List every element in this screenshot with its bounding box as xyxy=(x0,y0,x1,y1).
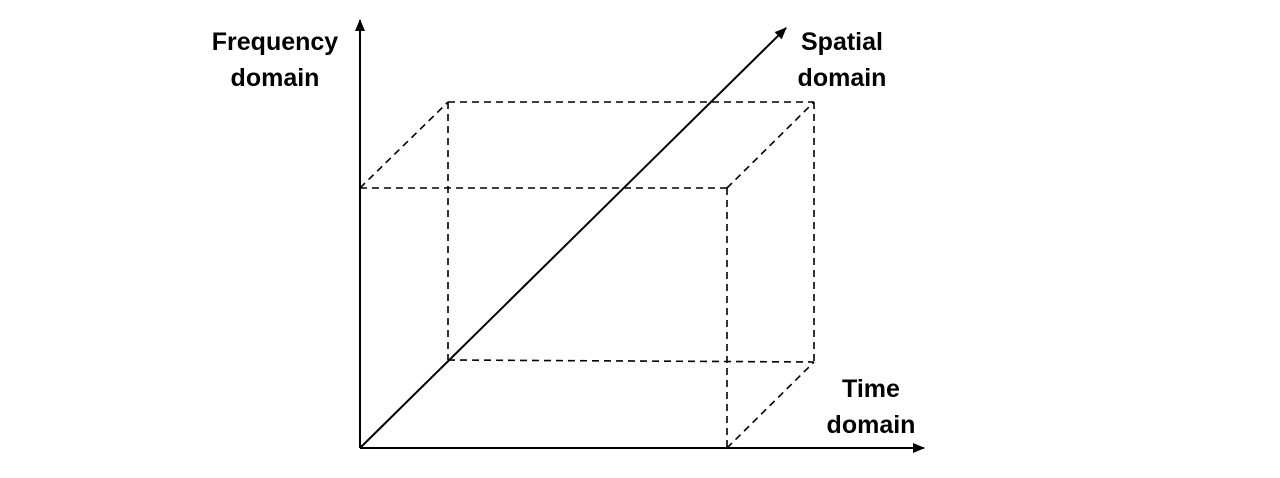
spatial-axis xyxy=(359,27,787,449)
spatial-domain-label: Spatial domain xyxy=(786,24,898,96)
frequency-label-line2: domain xyxy=(230,64,320,92)
box-back-bottom-edge xyxy=(447,359,815,363)
spatial-label-line1: Spatial xyxy=(801,28,883,56)
frequency-domain-label: Frequency domain xyxy=(200,24,350,96)
frequency-label-line1: Frequency xyxy=(211,28,339,56)
box-depth-edge-top-right xyxy=(726,101,815,189)
time-label-line1: Time xyxy=(842,375,900,403)
dashed-box xyxy=(359,101,815,449)
box-depth-edge-bottom-right xyxy=(726,361,815,449)
time-domain-label: Time domain xyxy=(812,371,930,443)
box-depth-edge-top-left xyxy=(359,101,449,189)
time-label-line2: domain xyxy=(826,411,916,439)
spatial-label-line2: domain xyxy=(797,64,887,92)
